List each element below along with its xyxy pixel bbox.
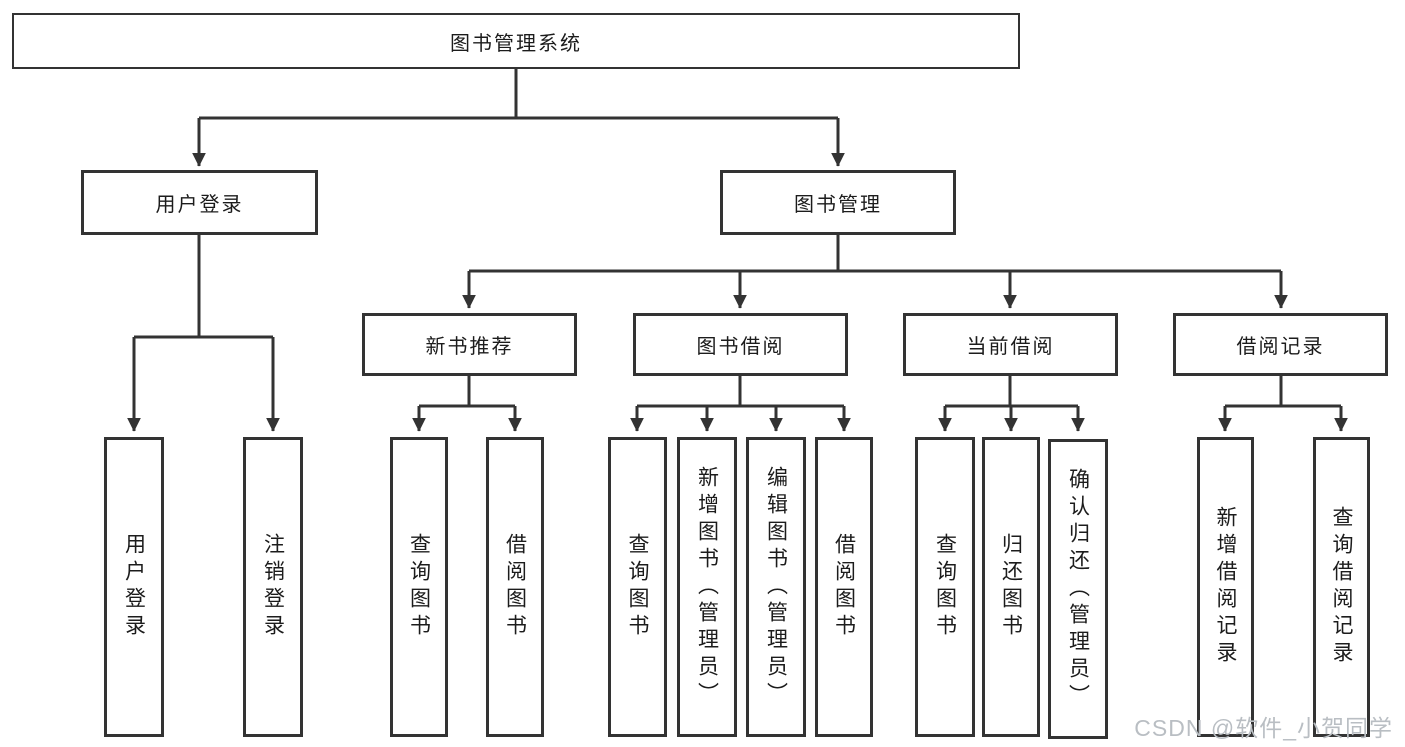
node-label: 归还图书 (999, 533, 1023, 641)
leaf-records-query-borrow-record: 查询借阅记录 (1313, 437, 1370, 737)
node-label: 查询图书 (407, 533, 431, 641)
leaf-borrowing-query-books: 查询图书 (608, 437, 667, 737)
leaf-current-return-books: 归还图书 (982, 437, 1040, 737)
connector-user-login-split (134, 235, 273, 339)
node-label: 图书管理系统 (450, 32, 582, 55)
leaf-recommend-query-books: 查询图书 (390, 437, 448, 737)
connector-root-split (199, 69, 838, 120)
leaf-borrowing-borrow-books: 借阅图书 (815, 437, 873, 737)
node-label: 确认归还（管理员） (1066, 467, 1090, 711)
connector-book-management-split (469, 235, 1281, 273)
node-label: 注销登录 (261, 533, 285, 641)
csdn-watermark: CSDN @软件_小贺同学 (1134, 715, 1393, 741)
node-book-management: 图书管理 (720, 170, 956, 235)
node-label: 查询图书 (933, 533, 957, 641)
leaf-logout: 注销登录 (243, 437, 303, 737)
node-label: 用户登录 (122, 533, 146, 641)
node-label: 图书管理 (794, 194, 882, 216)
node-current-borrowing: 当前借阅 (903, 313, 1118, 376)
leaf-recommend-borrow-books: 借阅图书 (486, 437, 544, 737)
connector-book-borrowing-split (637, 376, 844, 408)
node-label: 借阅记录 (1236, 336, 1325, 358)
node-label: 当前借阅 (966, 336, 1055, 358)
node-label: 借阅图书 (832, 533, 856, 641)
node-user-login: 用户登录 (81, 170, 318, 235)
node-book-borrowing: 图书借阅 (633, 313, 848, 376)
node-label: 查询图书 (626, 533, 649, 641)
node-new-book-recommend: 新书推荐 (362, 313, 577, 376)
node-label: 用户登录 (155, 194, 244, 216)
leaf-borrowing-edit-books-admin: 编辑图书（管理员） (746, 437, 806, 737)
node-label: 新书推荐 (425, 336, 514, 358)
node-label: 新增借阅记录 (1214, 506, 1237, 668)
connector-borrow-records-split (1225, 376, 1341, 408)
node-label: 图书借阅 (696, 336, 785, 358)
node-library-management-system: 图书管理系统 (12, 13, 1020, 69)
node-borrow-records: 借阅记录 (1173, 313, 1388, 376)
leaf-current-confirm-return-admin: 确认归还（管理员） (1048, 439, 1108, 739)
leaf-current-query-books: 查询图书 (915, 437, 975, 737)
node-label: 借阅图书 (503, 533, 527, 641)
connector-current-borrowing-split (945, 376, 1078, 408)
node-label: 编辑图书（管理员） (764, 465, 788, 709)
leaf-records-add-borrow-record: 新增借阅记录 (1197, 437, 1254, 737)
node-label: 查询借阅记录 (1330, 506, 1353, 668)
connector-new-book-recommend-split (419, 376, 515, 408)
leaf-borrowing-add-books-admin: 新增图书（管理员） (677, 437, 737, 737)
leaf-user-login: 用户登录 (104, 437, 164, 737)
node-label: 新增图书（管理员） (695, 465, 719, 709)
